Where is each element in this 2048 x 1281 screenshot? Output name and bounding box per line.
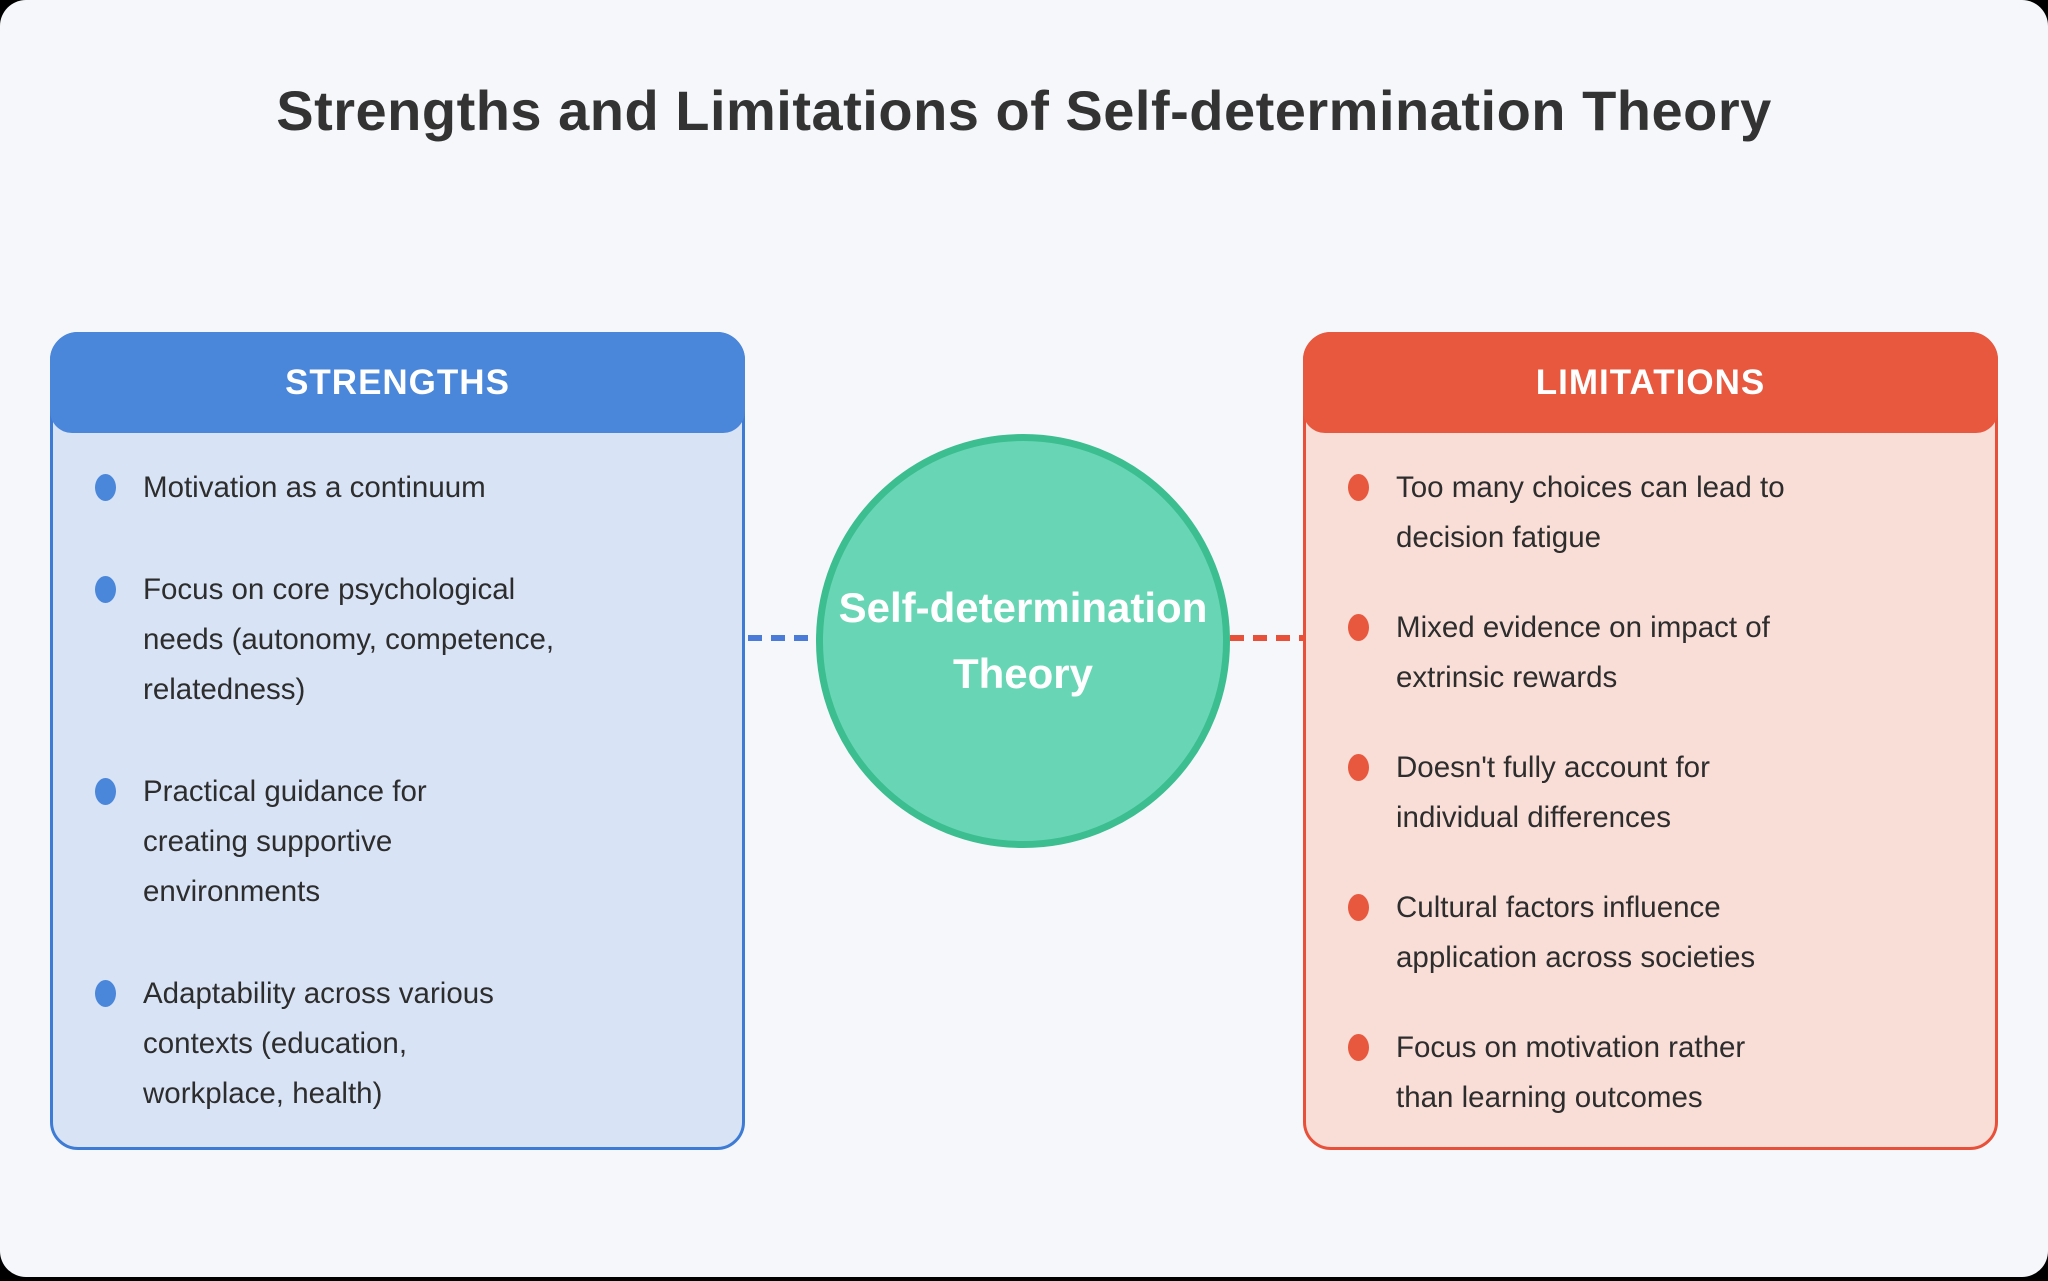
limitation-item: Too many choices can lead to decision fa… [1348,463,1971,563]
limitation-item-text: Doesn't fully account for individual dif… [1396,751,1710,834]
strength-item: Practical guidance for creating supporti… [95,767,718,917]
limitations-panel: LIMITATIONS Too many choices can lead to… [1303,332,1998,1150]
limitation-item-text: Mixed evidence on impact of extrinsic re… [1396,611,1770,694]
bullet-dot-icon [1348,894,1369,921]
strength-item-text: Motivation as a continuum [143,471,486,504]
center-node: Self-determination Theory [816,434,1230,848]
strength-item-text: Focus on core psychological needs (auton… [143,573,555,706]
strengths-panel: STRENGTHS Motivation as a continuum Focu… [50,332,745,1150]
strength-item: Adaptability across various contexts (ed… [95,969,718,1119]
limitations-list: Too many choices can lead to decision fa… [1306,433,1995,1123]
strengths-header: STRENGTHS [50,332,745,433]
bullet-dot-icon [1348,614,1369,641]
strength-item: Focus on core psychological needs (auton… [95,565,718,715]
bullet-dot-icon [95,778,116,805]
limitation-item-text: Cultural factors influence application a… [1396,891,1756,974]
strength-item-text: Practical guidance for creating supporti… [143,775,427,908]
strength-item: Motivation as a continuum [95,463,718,513]
limitation-item: Cultural factors influence application a… [1348,883,1971,983]
page-title: Strengths and Limitations of Self-determ… [276,79,1772,142]
strengths-list: Motivation as a continuum Focus on core … [53,433,742,1119]
strength-item-text: Adaptability across various contexts (ed… [143,977,494,1110]
limitation-item: Mixed evidence on impact of extrinsic re… [1348,603,1971,703]
center-node-label-line2: Theory [952,650,1094,697]
center-node-label-line1: Self-determination [838,584,1208,631]
connector-strengths-line [748,635,816,641]
limitation-item: Focus on motivation rather than learning… [1348,1023,1971,1123]
bullet-dot-icon [95,980,116,1007]
bullet-dot-icon [1348,474,1369,501]
limitations-header: LIMITATIONS [1303,332,1998,433]
limitation-item: Doesn't fully account for individual dif… [1348,743,1971,843]
limitation-item-text: Focus on motivation rather than learning… [1396,1031,1746,1114]
limitation-item-text: Too many choices can lead to decision fa… [1396,471,1785,554]
bullet-dot-icon [1348,754,1369,781]
connector-limitations-line [1230,635,1303,641]
bullet-dot-icon [95,474,116,501]
bullet-dot-icon [95,576,116,603]
bullet-dot-icon [1348,1034,1369,1061]
